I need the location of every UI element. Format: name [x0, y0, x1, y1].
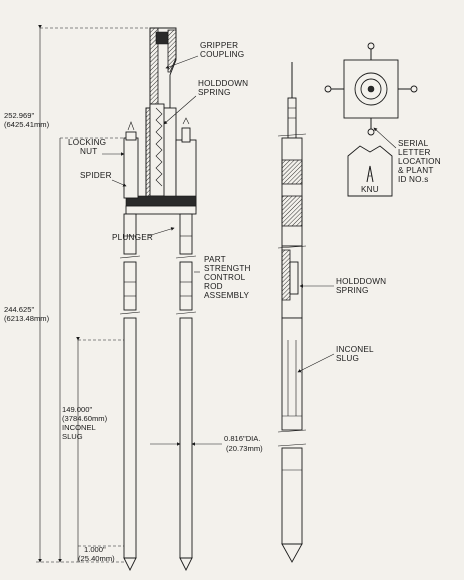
left-assembly — [36, 25, 222, 572]
mid-length-inches: 244.625" — [4, 305, 34, 314]
overall-length-inches: 252.969" — [4, 111, 34, 120]
tip-length-inches: 1.000" — [84, 545, 106, 554]
knu-label: KNU — [361, 185, 379, 194]
serial-label-5: ID NO.s — [398, 175, 429, 184]
gripper-coupling-label-line2: COUPLING — [200, 50, 244, 59]
holddown-spring-label-line2: SPRING — [198, 88, 231, 97]
locking-nut-label: LOCKING — [68, 138, 106, 147]
labels: GRIPPER COUPLING HOLDDOWN SPRING LOCKING… — [68, 41, 441, 363]
slug-label: INCONEL — [62, 423, 96, 432]
serial-label-4: & PLANT — [398, 166, 434, 175]
serial-label-2: LETTER — [398, 148, 431, 157]
holddown-spring-right-label: HOLDDOWN — [336, 277, 386, 286]
spider-label: SPIDER — [80, 171, 112, 180]
dimension-labels: 252.969" (6425.41mm) 244.625" (6213.48mm… — [4, 111, 263, 563]
part-strength-label-4: ROD — [204, 282, 223, 291]
serial-label-3: LOCATION — [398, 157, 441, 166]
inconel-slug-right-label-line2: SLUG — [336, 354, 359, 363]
overall-length-mm: (6425.41mm) — [4, 120, 50, 129]
spider-detail — [324, 42, 418, 197]
slug-length-inches: 149.000" — [62, 405, 92, 414]
diameter-inches: 0.816"DIA. — [224, 434, 260, 443]
part-strength-label-2: STRENGTH — [204, 264, 251, 273]
serial-label-1: SERIAL — [398, 139, 429, 148]
plunger-label: PLUNGER — [112, 233, 153, 242]
slug-length-mm: (3784.60mm) — [62, 414, 108, 423]
part-strength-label-3: CONTROL — [204, 273, 246, 282]
mid-length-mm: (6213.48mm) — [4, 314, 50, 323]
middle-rod — [277, 62, 335, 563]
gripper-coupling-label: GRIPPER — [200, 41, 238, 50]
slug-label-line2: SLUG — [62, 432, 83, 441]
part-strength-label-5: ASSEMBLY — [204, 291, 249, 300]
holddown-spring-label: HOLDDOWN — [198, 79, 248, 88]
diameter-mm: (20.73mm) — [226, 444, 263, 453]
locking-nut-label-line2: NUT — [80, 147, 97, 156]
holddown-spring-right-label-line2: SPRING — [336, 286, 369, 295]
inconel-slug-right-label: INCONEL — [336, 345, 374, 354]
tip-length-mm: (25.40mm) — [78, 554, 115, 563]
part-strength-label-1: PART — [204, 255, 226, 264]
